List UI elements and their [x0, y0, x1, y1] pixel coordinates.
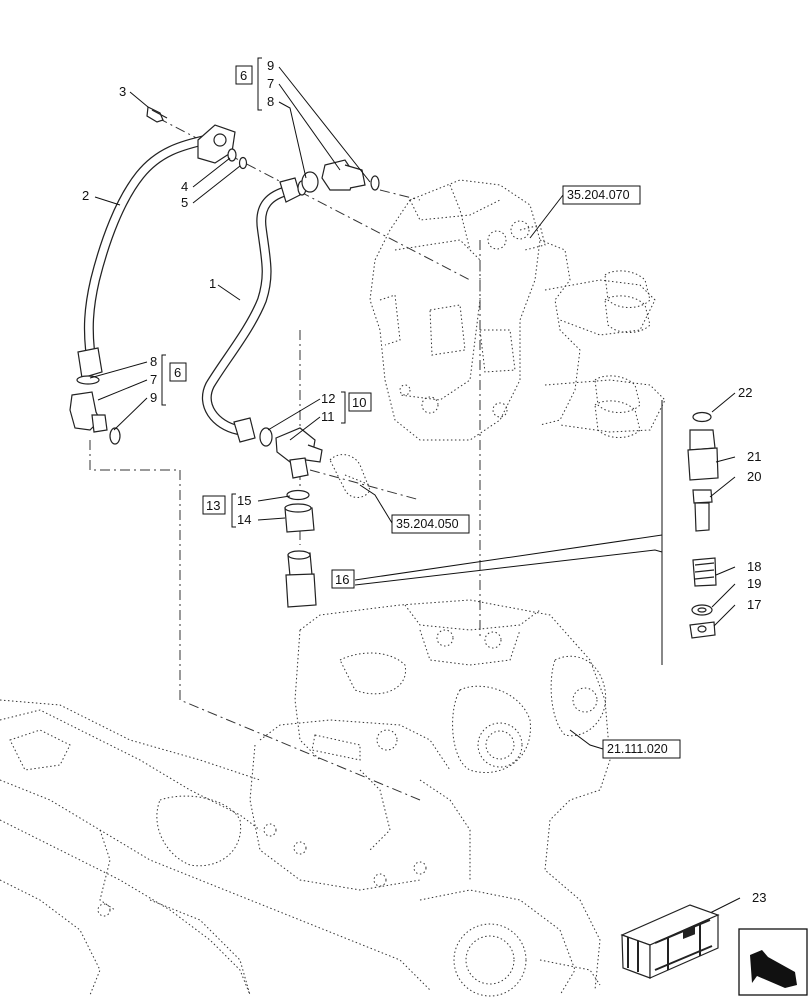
- leader-lines: [89, 66, 741, 919]
- box-6-top: 6: [240, 68, 247, 83]
- adapter-16: [285, 550, 317, 608]
- box-10: 10: [352, 395, 366, 410]
- ref-35-204-050: 35.204.050: [396, 517, 459, 531]
- callout-11: 11: [321, 409, 335, 424]
- arrow-icon: [738, 928, 808, 996]
- callout-5: 5: [181, 195, 188, 210]
- callout-4: 4: [181, 179, 188, 194]
- transmission-housing: [0, 599, 611, 997]
- callout-12: 12: [321, 391, 335, 406]
- control-valve-assembly: [369, 179, 666, 441]
- ref-35-204-070: 35.204.070: [567, 188, 630, 202]
- callout-9-top: 9: [267, 58, 274, 73]
- reference-boxes: 35.204.070 35.204.050 21.111.020: [391, 185, 681, 759]
- callout-8-left: 8: [150, 354, 157, 369]
- pipe-stub: [329, 454, 371, 498]
- callout-20: 20: [747, 469, 761, 484]
- kit-parts: [687, 411, 719, 639]
- callout-19: 19: [747, 576, 761, 591]
- callout-18: 18: [747, 559, 761, 574]
- callout-1: 1: [209, 276, 216, 291]
- callout-21: 21: [747, 449, 761, 464]
- callout-14: 14: [237, 512, 251, 527]
- ref-21-111-020: 21.111.020: [607, 742, 668, 756]
- pipe-1: [201, 177, 307, 443]
- callout-7-top: 7: [267, 76, 274, 91]
- callout-15: 15: [237, 493, 251, 508]
- box-6-left: 6: [174, 365, 181, 380]
- elbow-fitting-upper: [301, 159, 380, 193]
- callout-2: 2: [82, 188, 89, 203]
- callout-3: 3: [119, 84, 126, 99]
- box-16: 16: [335, 572, 349, 587]
- callout-8-top: 8: [267, 94, 274, 109]
- callout-labels: 3 2 4 5 1 9 7 8 8 7 9 12 11 15 14 22 21 …: [82, 58, 766, 905]
- elbow-fitting-left: [69, 375, 121, 445]
- callout-17: 17: [747, 597, 761, 612]
- boxed-labels: 6 6 10 13 16: [169, 65, 372, 589]
- callout-23: 23: [752, 890, 766, 905]
- fitting-14: [284, 489, 315, 533]
- kit-box-23: [620, 904, 720, 979]
- group-brackets: [161, 57, 346, 528]
- callout-7-left: 7: [150, 372, 157, 387]
- screw-3: [146, 106, 168, 123]
- callout-22: 22: [738, 385, 752, 400]
- callout-9-left: 9: [150, 390, 157, 405]
- pipe-2: [77, 124, 236, 379]
- box-13: 13: [206, 498, 220, 513]
- tee-fitting-11: [259, 427, 323, 479]
- o-ring-5: [238, 156, 248, 170]
- centerlines: [89, 117, 481, 801]
